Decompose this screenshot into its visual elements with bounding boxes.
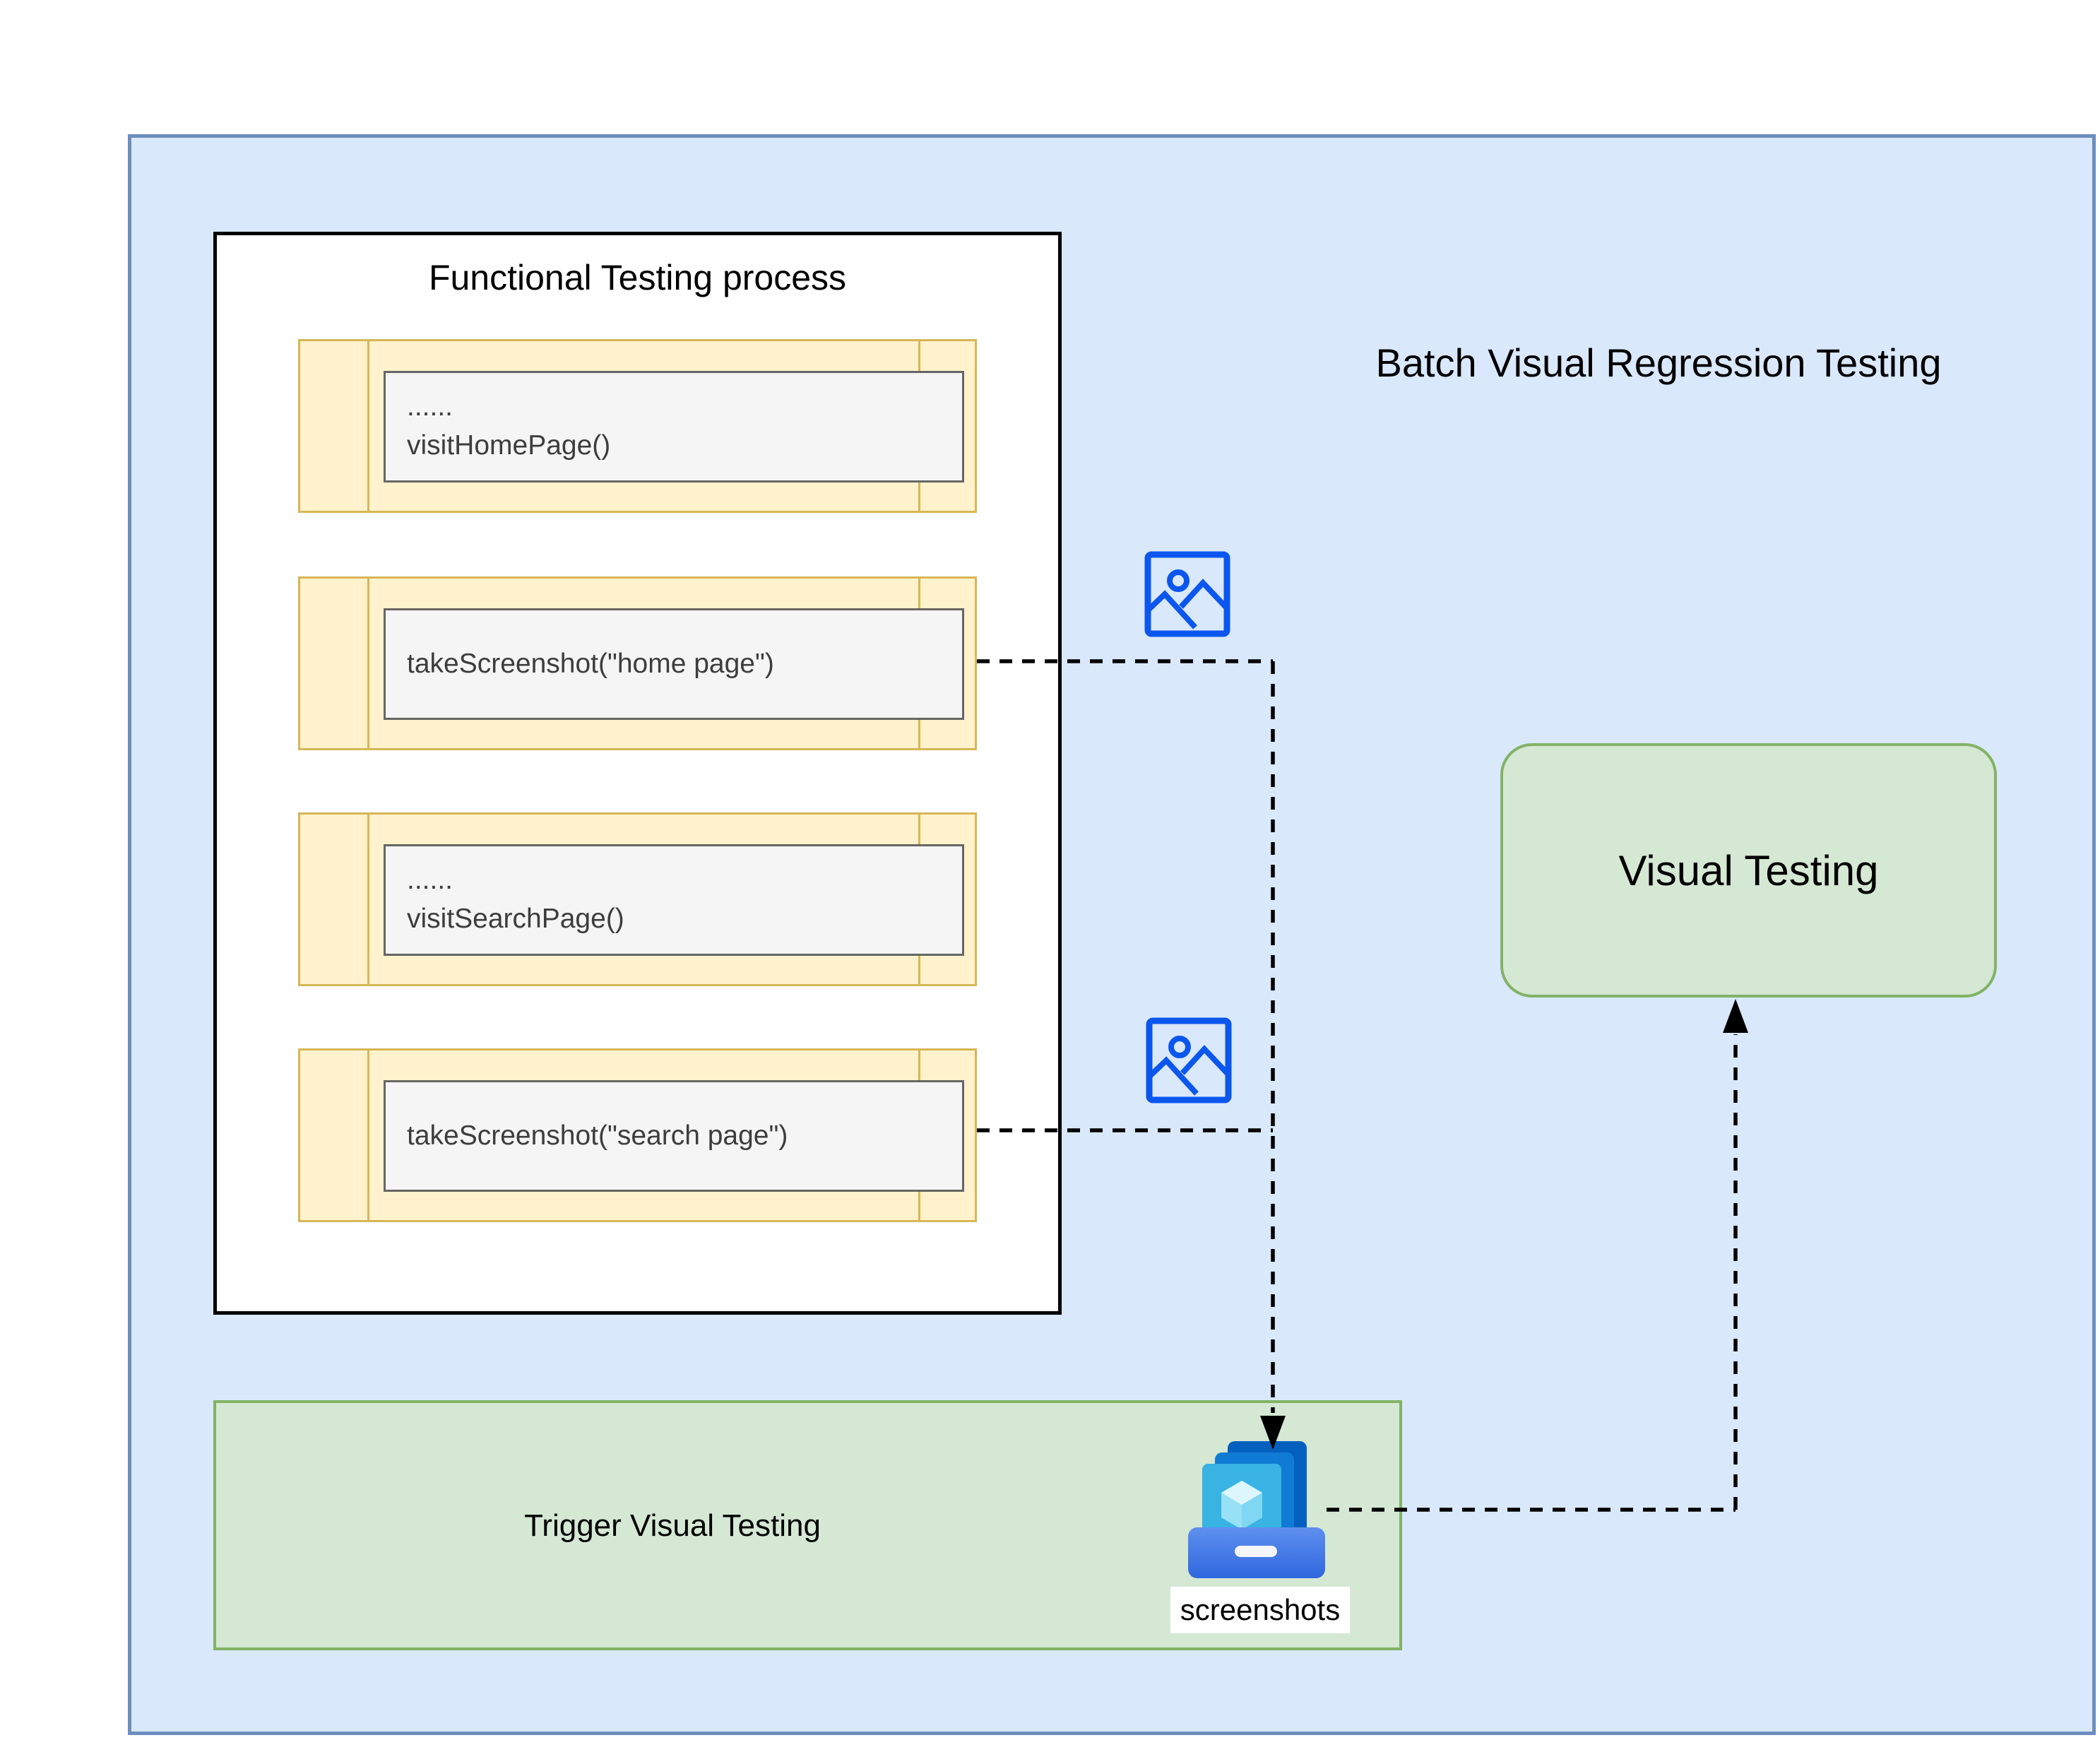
step-row-screenshot-search-page: takeScreenshot("search page") xyxy=(298,1048,977,1222)
diagram-title: Batch Visual Regression Testing xyxy=(1375,341,1942,385)
trigger-visual-testing-label: Trigger Visual Testing xyxy=(524,1508,821,1543)
step-row-visit-home-page: ...... visitHomePage() xyxy=(298,339,977,513)
row-left-divider xyxy=(367,815,369,984)
code-line: ...... xyxy=(407,391,453,422)
cube-glyph xyxy=(1221,1481,1262,1529)
drawer-slot xyxy=(1235,1546,1277,1557)
step-row-screenshot-home-page: takeScreenshot("home page") xyxy=(298,576,977,750)
code-box-visit-search-page: ...... visitSearchPage() xyxy=(384,844,964,956)
image-icon xyxy=(1146,1017,1232,1103)
step-row-visit-search-page: ...... visitSearchPage() xyxy=(298,812,977,986)
screenshots-stack-icon xyxy=(1188,1441,1325,1578)
code-box-visit-home-page: ...... visitHomePage() xyxy=(384,371,964,483)
code-line: takeScreenshot("search page") xyxy=(407,1120,788,1151)
code-line: visitSearchPage() xyxy=(407,904,624,934)
code-line: ...... xyxy=(407,865,453,896)
code-box-screenshot-search-page: takeScreenshot("search page") xyxy=(384,1080,964,1192)
row-left-divider xyxy=(367,1050,369,1220)
functional-testing-title: Functional Testing process xyxy=(428,258,847,297)
code-line: takeScreenshot("home page") xyxy=(407,648,774,679)
row-left-divider xyxy=(367,341,369,511)
code-line: visitHomePage() xyxy=(407,430,611,461)
visual-testing-label: Visual Testing xyxy=(1618,846,1879,894)
row-left-divider xyxy=(367,579,369,748)
visual-testing-node: Visual Testing xyxy=(1500,743,1997,998)
screenshots-label: screenshots xyxy=(1170,1587,1350,1633)
code-box-screenshot-home-page: takeScreenshot("home page") xyxy=(384,608,964,720)
image-icon xyxy=(1144,551,1230,637)
